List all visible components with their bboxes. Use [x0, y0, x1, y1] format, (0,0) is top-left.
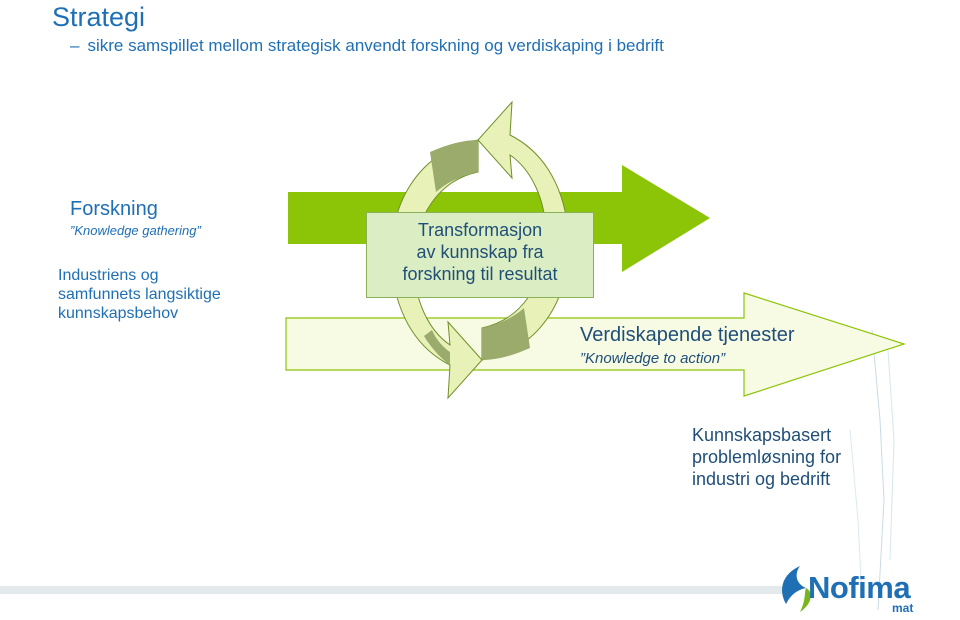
- transformasjon-line: Transformasjon: [417, 220, 543, 240]
- verdiskapende-title: Verdiskapende tjenester: [580, 324, 795, 346]
- decor-line-3: [849, 429, 863, 601]
- needs-line: Industriens og: [58, 267, 159, 284]
- cycle-arrow-left-top: [430, 140, 478, 192]
- kunnskapsbasert-text: Kunnskapsbasert problemløsning for indus…: [692, 424, 892, 490]
- transformasjon-line: forskning til resultat: [402, 264, 558, 284]
- nofima-emblem-icon: [782, 566, 811, 612]
- transformasjon-box: Transformasjon av kunnskap fra forskning…: [366, 212, 594, 298]
- kunnskapsbasert-line: industri og bedrift: [692, 469, 831, 489]
- needs-text: Industriens og samfunnets langsiktige ku…: [58, 266, 278, 323]
- kunnskapsbasert-line: problemløsning for: [692, 447, 842, 467]
- needs-line: kunnskapsbehov: [58, 305, 179, 322]
- cycle-arrow-right-bottom: [482, 308, 530, 360]
- cycle-arrow-left-bottom: [424, 330, 450, 365]
- subtitle-text: sikre samspillet mellom strategisk anven…: [87, 36, 664, 55]
- forskning-box: [58, 192, 288, 244]
- kunnskapsbasert-line: Kunnskapsbasert: [692, 425, 832, 445]
- forskning-title: Forskning: [70, 198, 158, 220]
- decor-line-2: [887, 349, 895, 561]
- verdiskapende-arrow: [285, 292, 906, 397]
- needs-line: samfunnets langsiktige: [58, 286, 221, 303]
- transformasjon-line: av kunnskap fra: [416, 242, 544, 262]
- nofima-logo-sub: mat: [892, 601, 914, 615]
- nofima-logo-word: Nofima: [808, 570, 911, 605]
- forskning-subtitle: ”Knowledge gathering”: [70, 223, 201, 238]
- decor-line-1: [871, 329, 885, 611]
- verdiskapende-subtitle: ”Knowledge to action”: [580, 350, 726, 367]
- page-subtitle: –sikre samspillet mellom strategisk anve…: [70, 36, 664, 56]
- page-title: Strategi: [52, 2, 146, 32]
- subtitle-dash: –: [70, 36, 80, 55]
